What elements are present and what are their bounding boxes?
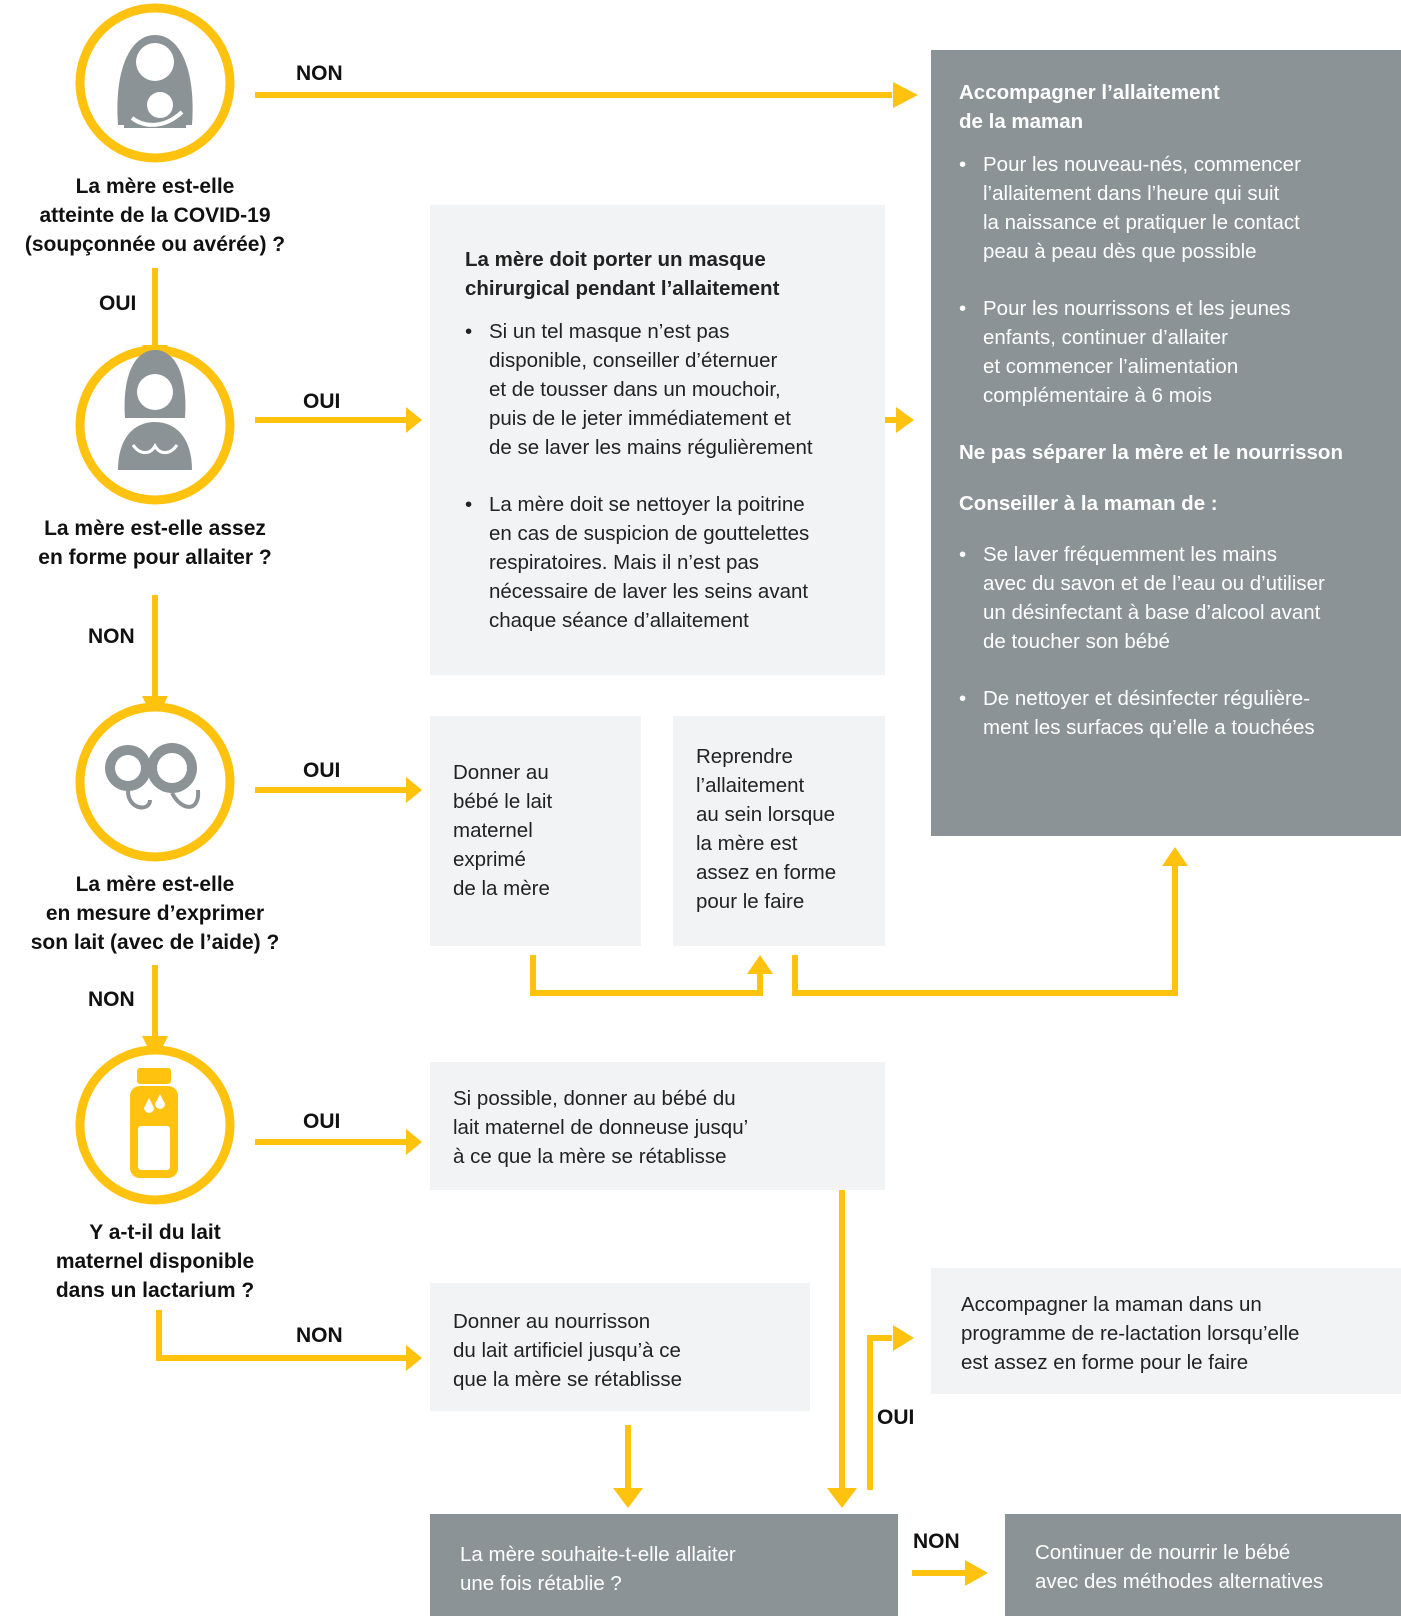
label-q1-yes: OUI	[99, 292, 137, 315]
relactation-box: Accompagner la maman dans un programme d…	[931, 1268, 1401, 1394]
label-q2-no: NON	[88, 625, 135, 648]
question-covid: La mère est-elle atteinte de la COVID-19…	[24, 175, 286, 256]
alternative-methods-box: Continuer de nourrir le bébé avec des mé…	[1005, 1514, 1401, 1616]
advice-bullet: De nettoyer et désinfecter régulière- me…	[959, 684, 1383, 742]
expressed-milk-text: Donner au bébé le lait maternel exprimé …	[453, 761, 553, 900]
label-q4-no: NON	[296, 1324, 343, 1347]
label-q3-no: NON	[88, 988, 135, 1011]
arrow-q4-no	[156, 1310, 408, 1361]
advice-bullet: Se laver fréquemment les mains avec du s…	[959, 540, 1383, 656]
arrow-wish-yes	[867, 1335, 892, 1490]
formula-milk-text: Donner au nourrisson du lait artificiel …	[453, 1310, 683, 1391]
expressed-milk-box: Donner au bébé le lait maternel exprimé …	[430, 716, 641, 946]
donor-milk-text: Si possible, donner au bébé du lait mate…	[453, 1087, 749, 1168]
support-breastfeeding-box: Accompagner l’allaitement de la maman Po…	[931, 50, 1401, 836]
support-bullet: Pour les nouveau-nés, commencer l’allait…	[959, 150, 1383, 266]
mother-icon	[75, 345, 235, 505]
relactation-text: Accompagner la maman dans un programme d…	[961, 1293, 1300, 1374]
milk-bottle-icon	[75, 1045, 235, 1205]
wish-to-breastfeed-box: La mère souhaite-t-elle allaiter une foi…	[430, 1514, 898, 1616]
arrow-resume-support	[792, 862, 1178, 996]
support-heading: Accompagner l’allaitement de la maman	[959, 81, 1220, 133]
donor-milk-box: Si possible, donner au bébé du lait mate…	[430, 1062, 885, 1190]
question-milk-bank: Y a-t-il du lait maternel disponible dan…	[55, 1221, 255, 1302]
question-fit-to-breastfeed: La mère est-elle assez en forme pour all…	[38, 517, 272, 569]
mask-bullet: Si un tel masque n’est pas disponible, c…	[465, 317, 865, 462]
mother-breastfeeding-icon	[75, 3, 235, 163]
resume-breastfeeding-text: Reprendre l’allaitement au sein lorsque …	[696, 745, 837, 913]
support-bullet: Pour les nourrissons et les jeunes enfan…	[959, 294, 1383, 410]
arrow-expressed-resume	[530, 955, 763, 996]
alternative-methods-text: Continuer de nourrir le bébé avec des mé…	[1035, 1541, 1324, 1593]
question-express-milk: La mère est-elle en mesure d’exprimer so…	[30, 873, 280, 954]
label-q1-no: NON	[296, 62, 343, 85]
support-subheading-advice: Conseiller à la maman de :	[959, 492, 1218, 515]
label-q3-yes: OUI	[303, 759, 341, 782]
mask-bullet: La mère doit se nettoyer la poitrine en …	[465, 490, 865, 635]
label-q4-yes: OUI	[303, 1110, 341, 1133]
label-q2-yes: OUI	[303, 390, 341, 413]
formula-milk-box: Donner au nourrisson du lait artificiel …	[430, 1283, 810, 1411]
label-wish-no: NON	[913, 1530, 960, 1553]
mask-heading: La mère doit porter un masque chirurgica…	[465, 248, 780, 300]
resume-breastfeeding-box: Reprendre l’allaitement au sein lorsque …	[673, 716, 885, 946]
wish-to-breastfeed-text: La mère souhaite-t-elle allaiter une foi…	[460, 1543, 736, 1595]
label-wish-yes: OUI	[877, 1406, 915, 1429]
support-subheading-no-separation: Ne pas séparer la mère et le nourrisson	[959, 441, 1343, 464]
breast-pump-icon	[75, 702, 235, 862]
mask-advice-box: La mère doit porter un masque chirurgica…	[430, 205, 885, 675]
